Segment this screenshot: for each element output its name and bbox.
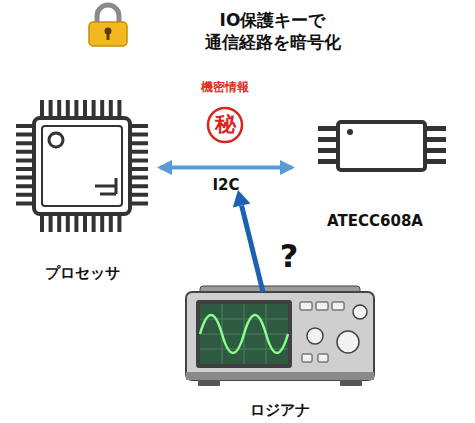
analyzer-body xyxy=(186,292,374,380)
node-label: ロジアナ xyxy=(250,401,310,420)
keyhole xyxy=(107,32,110,40)
button xyxy=(318,354,328,362)
lock-icon xyxy=(89,5,127,46)
chip-pins xyxy=(40,100,126,118)
annotation-text: 機密情報 xyxy=(190,80,260,96)
button xyxy=(302,354,312,362)
node-label: ATECC608A xyxy=(327,212,423,230)
analyzer-foot xyxy=(198,380,220,386)
waveform xyxy=(200,315,288,353)
chip-pins xyxy=(318,126,338,166)
chip-pins xyxy=(16,124,34,210)
screen-grid xyxy=(200,304,288,364)
button xyxy=(300,302,312,310)
processor-node: プロセッサ xyxy=(12,98,152,283)
question-mark: ? xyxy=(272,236,306,278)
secure-element-node: ATECC608A xyxy=(300,105,450,230)
button xyxy=(316,302,328,310)
logic-analyzer-icon xyxy=(186,286,374,386)
chip-die xyxy=(42,126,122,206)
chip-pins xyxy=(40,214,126,232)
chip-mark xyxy=(95,178,116,194)
screen xyxy=(200,304,288,364)
lock-body xyxy=(89,22,127,46)
chip-body xyxy=(34,118,130,214)
diagram-title: IO保護キーで 通信経路を暗号化 xyxy=(190,9,355,53)
bus-arrow xyxy=(160,166,292,170)
chip-pins xyxy=(426,126,446,166)
chip-body xyxy=(338,122,425,170)
node-label: プロセッサ xyxy=(45,264,120,283)
knob xyxy=(307,328,323,344)
lock-shackle xyxy=(97,5,119,24)
processor-chip-icon xyxy=(25,109,139,223)
chip-pins xyxy=(130,124,148,210)
secure-chip-icon xyxy=(328,122,436,170)
logic-analyzer-node: ロジアナ xyxy=(182,285,378,420)
chip-mark xyxy=(49,133,63,147)
probe-arrow xyxy=(233,190,263,292)
screen-bezel xyxy=(196,300,292,368)
probe-arrow-shaft xyxy=(242,206,263,292)
button xyxy=(332,302,344,310)
bus-name: I2C xyxy=(186,176,266,194)
stamp-text: 秘 xyxy=(205,111,245,138)
chip-mark xyxy=(347,129,353,135)
knob xyxy=(353,305,367,319)
knob xyxy=(337,331,359,353)
analyzer-foot xyxy=(340,380,362,386)
analyzer-base xyxy=(186,372,374,380)
